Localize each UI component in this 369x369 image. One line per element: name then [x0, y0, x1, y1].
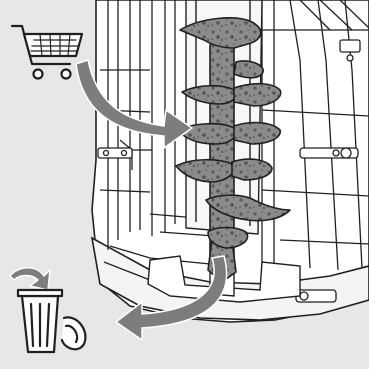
left-bracket — [98, 148, 132, 158]
